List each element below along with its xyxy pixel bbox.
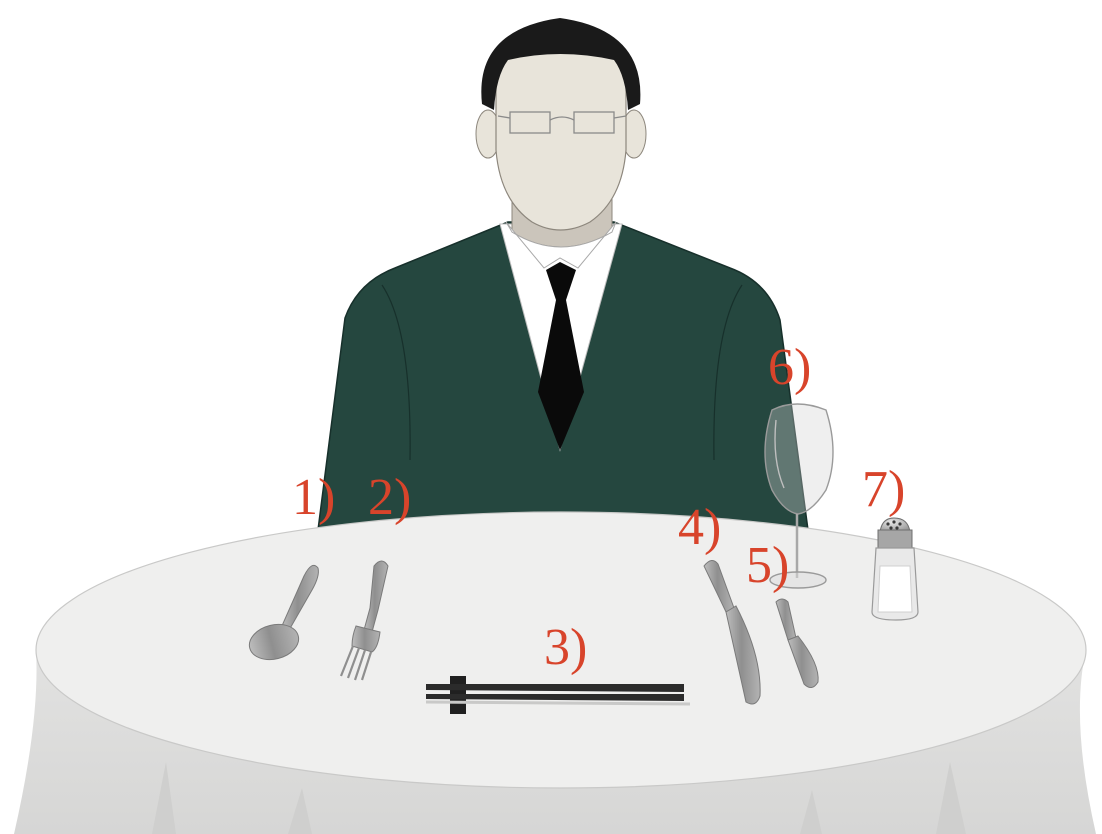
label-knife: 4) [678, 499, 721, 556]
label-salt-shaker: 7) [862, 461, 905, 518]
salt-shaker [872, 518, 918, 620]
label-butter-knife: 5) [746, 537, 789, 594]
face [496, 38, 626, 230]
label-fork: 2) [368, 469, 411, 526]
label-spoon: 1) [292, 469, 335, 526]
person [318, 18, 808, 530]
label-wine-glass: 6) [768, 339, 811, 396]
label-chopsticks: 3) [544, 619, 587, 676]
